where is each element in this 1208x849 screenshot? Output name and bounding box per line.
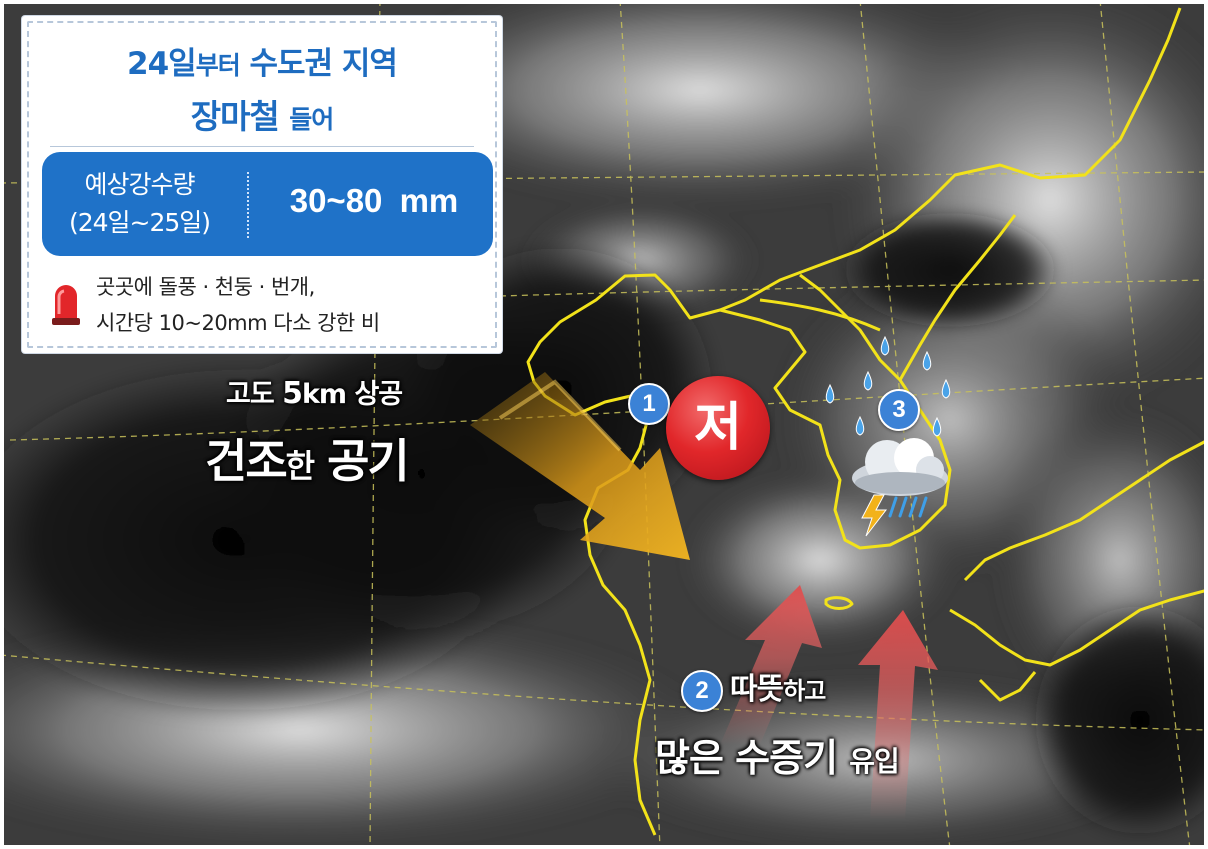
raindrop-icon [941, 378, 951, 399]
headline-line2: 장마철 들어 [22, 90, 502, 138]
dry-air-arrow [470, 372, 690, 560]
raindrop-icon [932, 416, 942, 437]
dry-air-altitude-label: 고도 5km 상공 [226, 372, 403, 411]
expected-rainfall-panel: 예상강수량 (24일~25일) 30~80 mm [42, 152, 493, 256]
raindrop-icon [880, 335, 890, 356]
warm-air-label: 따뜻하고 [730, 664, 826, 708]
dry-air-label: 건조한 공기 [205, 425, 410, 491]
rainfall-separator [247, 172, 249, 238]
info-divider [50, 146, 474, 147]
rainfall-label: 예상강수량 (24일~25일) [42, 166, 237, 242]
raindrop-icon [863, 370, 873, 391]
dry-air-word-suffix: 한 [285, 447, 315, 485]
alert-text: 곳곳에 돌풍 · 천둥 · 번개, 시간당 10~20mm 다소 강한 비 [96, 269, 380, 341]
headline-region: 수도권 지역 [249, 46, 398, 82]
headline-date: 24일 [127, 46, 197, 82]
storm-cloud-icon [852, 438, 948, 537]
moisture-words: 많은 수증기 [655, 736, 838, 780]
moisture-inflow-word: 유입 [849, 745, 900, 778]
dry-air-word-dry: 건조 [205, 434, 288, 488]
dry-air-altitude-value: 5 [282, 376, 303, 411]
rainfall-value: 30~80 mm [289, 182, 459, 219]
alert-siren-icon [52, 285, 80, 325]
raindrop-icons [825, 335, 951, 437]
warm-air-word-and: 하고 [783, 677, 826, 705]
headline-rainy-season: 장마철 [190, 97, 280, 136]
low-pressure-marker: 저 [666, 376, 770, 480]
marker-badge-3: 3 [878, 389, 920, 431]
marker-badge-1: 1 [628, 383, 670, 425]
dry-air-word-air: 공기 [327, 434, 410, 488]
headline-from: 부터 [195, 51, 241, 80]
headline-line1: 24일부터 수도권 지역 [22, 38, 502, 83]
moist-air-arrows [720, 585, 938, 820]
raindrop-icon [825, 383, 835, 404]
headline-enter: 들어 [289, 105, 334, 134]
warm-air-word-warm: 따뜻 [730, 672, 784, 707]
marker-badge-2: 2 [681, 670, 723, 712]
moisture-inflow-label: 많은 수증기 유입 [655, 727, 900, 782]
raindrop-icon [922, 350, 932, 371]
dry-air-altitude-word: 고도 [226, 379, 275, 410]
rainfall-label-period: (24일~25일) [68, 208, 211, 237]
raindrop-icon [855, 415, 865, 436]
alert-line1: 곳곳에 돌풍 · 천둥 · 번개, [96, 275, 315, 299]
alert-line2: 시간당 10~20mm 다소 강한 비 [96, 311, 380, 335]
forecast-info-box: 24일부터 수도권 지역 장마철 들어 예상강수량 (24일~25일) 30~8… [22, 16, 502, 353]
rainfall-label-title: 예상강수량 [84, 170, 195, 199]
dry-air-altitude-unit: km 상공 [301, 379, 403, 410]
